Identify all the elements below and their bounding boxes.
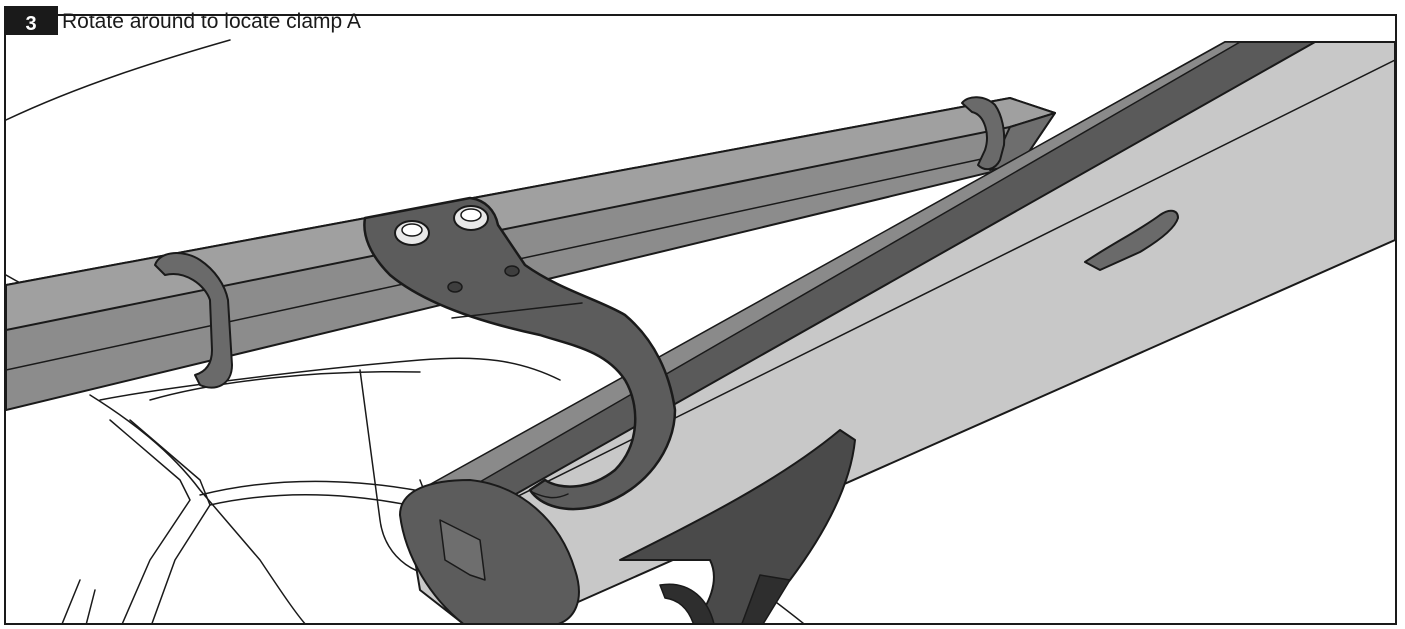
rail-end-cap	[399, 479, 580, 623]
secondary-clamp	[1084, 209, 1179, 271]
step-badge-top	[4, 6, 58, 16]
bar-strap-left	[154, 252, 233, 389]
step-title: Rotate around to locate clamp A	[62, 10, 361, 33]
cross-bar	[6, 97, 1056, 411]
rail-foot	[619, 429, 856, 623]
clamp-bolts	[394, 205, 520, 293]
bar-strap-right	[961, 96, 1006, 171]
clamp-a	[363, 196, 677, 511]
step-number-badge: 3	[4, 14, 58, 35]
